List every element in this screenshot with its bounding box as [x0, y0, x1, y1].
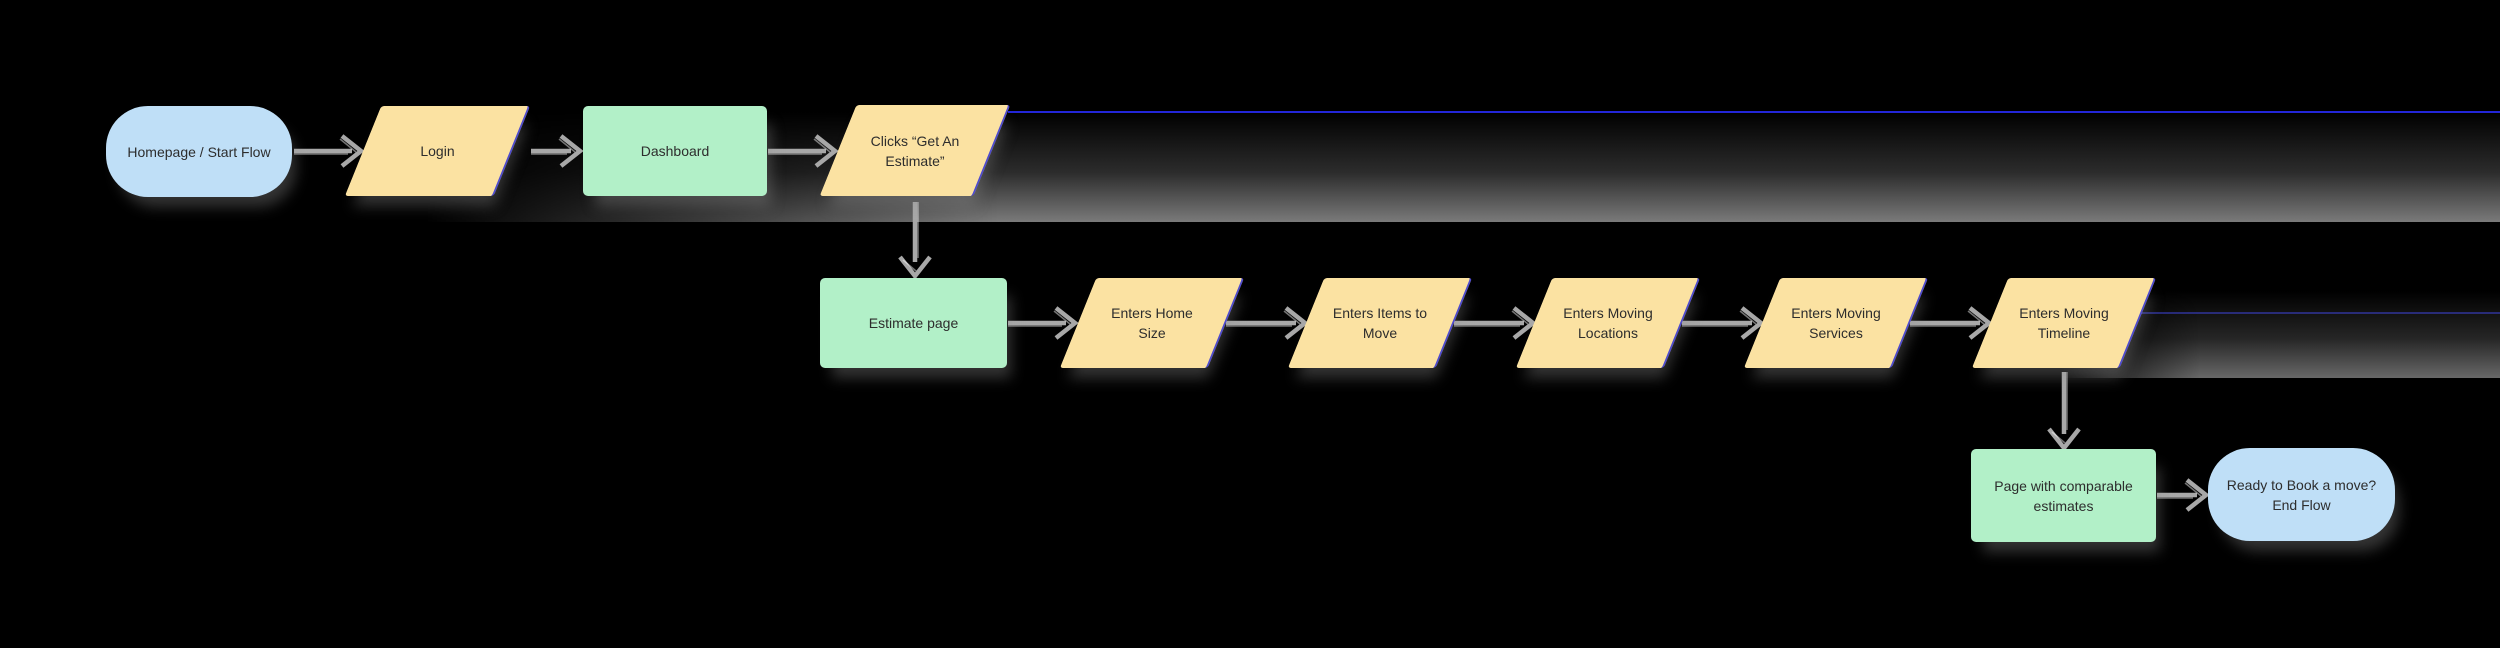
connector-dashboard-to-clicks[interactable] [766, 129, 840, 173]
node-label: Enters Moving Timeline [2019, 305, 2109, 341]
node-clicks-get-an-estimate[interactable]: Clicks “Get An Estimate” [819, 105, 1011, 196]
connector-login-to-dashboard[interactable] [529, 129, 585, 173]
node-enters-moving-services[interactable]: Enters Moving Services [1743, 278, 1929, 368]
node-label: Enters Moving Locations [1563, 305, 1653, 341]
node-enters-moving-locations[interactable]: Enters Moving Locations [1515, 278, 1701, 368]
process-shape [583, 106, 767, 196]
node-dashboard[interactable]: Dashboard [583, 106, 767, 196]
node-enters-moving-timeline[interactable]: Enters Moving Timeline [1971, 278, 2157, 368]
node-label: Homepage / Start Flow [127, 143, 271, 160]
node-page-with-comparable-estimates[interactable]: Page with comparable estimates [1971, 449, 2156, 542]
process-shape [1971, 449, 2156, 542]
connector-timeline-to-comparable-page[interactable] [2042, 370, 2086, 452]
node-ready-to-book-end-flow[interactable]: Ready to Book a move? End Flow [2208, 448, 2395, 541]
blue-connector-line-row1 [1008, 111, 2500, 113]
node-label: Clicks “Get An Estimate” [870, 132, 960, 169]
connector-clicks-to-estimate-page[interactable] [893, 200, 937, 280]
node-estimate-page[interactable]: Estimate page [820, 278, 1007, 368]
node-label: Dashboard [640, 143, 710, 159]
node-label: Ready to Book a move? End Flow [2226, 476, 2377, 513]
terminal-shape [2208, 448, 2395, 541]
node-enters-items-to-move[interactable]: Enters Items to Move [1287, 278, 1473, 368]
node-login[interactable]: Login [344, 106, 531, 196]
connector-homepage-to-login[interactable] [292, 129, 366, 173]
node-label: Enters Moving Services [1791, 305, 1881, 341]
terminal-shape [106, 106, 292, 197]
node-enters-home-size[interactable]: Enters Home Size [1059, 278, 1245, 368]
blue-connector-line-row2 [2140, 312, 2500, 314]
node-homepage-start-flow[interactable]: Homepage / Start Flow [106, 106, 292, 197]
node-label: Enters Home Size [1111, 305, 1193, 341]
process-shape [820, 278, 1007, 368]
node-label: Estimate page [868, 315, 959, 331]
node-label: Enters Items to Move [1332, 305, 1428, 341]
node-label: Login [420, 143, 455, 159]
connector-comparable-page-to-end[interactable] [2155, 473, 2211, 517]
connector-estimate-page-to-home-size[interactable] [1006, 301, 1080, 345]
node-label: Page with comparable estimates [1994, 477, 2133, 514]
